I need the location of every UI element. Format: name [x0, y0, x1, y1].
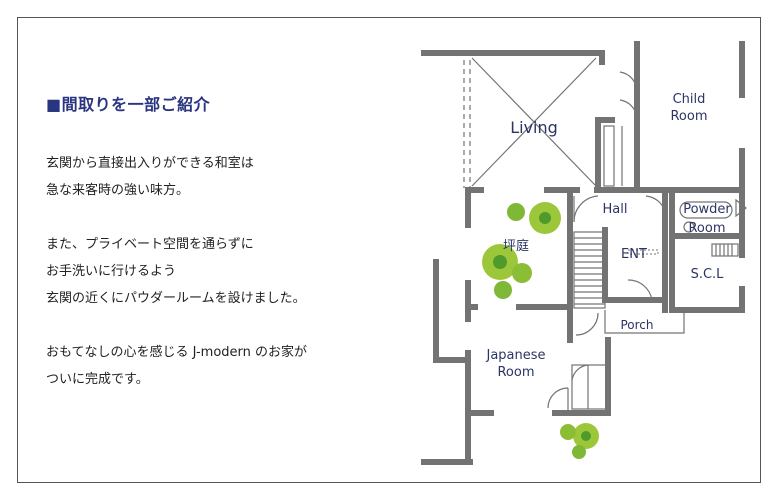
text-line: お手洗いに行けるよう — [46, 264, 177, 279]
thin-lines — [463, 57, 747, 410]
text-line: ついに完成です。 — [46, 372, 149, 387]
description-text: 玄関から直接出入りができる和室は 急な来客時の強い味方。 また、プライベート空間… — [46, 150, 386, 393]
text-line: 玄関の近くにパウダールームを設けました。 — [46, 291, 306, 306]
room-label-hall: Hall — [603, 202, 628, 217]
room-label-powder-1: Powder — [683, 202, 731, 217]
plant-icon — [581, 431, 591, 441]
plant-icon — [539, 212, 551, 224]
section-heading: ■間取りを一部ご紹介 — [46, 91, 210, 115]
step-marker — [627, 249, 659, 255]
room-label-living: Living — [510, 118, 558, 137]
room-label-child-1: Child — [673, 92, 706, 107]
room-label-japanese-2: Room — [497, 365, 534, 380]
text-line: おもてなしの心を感じる J-modern のお家が — [46, 345, 308, 360]
room-labels: Living Child Room Hall Powder Room 坪庭 EN… — [485, 92, 731, 380]
room-label-japanese-1: Japanese — [485, 348, 545, 363]
room-label-powder-2: Room — [688, 221, 725, 236]
plant-icon — [572, 445, 586, 459]
text-line: 急な来客時の強い味方。 — [46, 183, 190, 198]
text-line: 玄関から直接出入りができる和室は — [46, 156, 254, 171]
windows — [465, 98, 745, 416]
room-label-child-2: Room — [670, 109, 707, 124]
plant-icon — [493, 255, 507, 269]
room-label-courtyard: 坪庭 — [503, 238, 529, 254]
plant-icon — [507, 203, 525, 221]
plant-icon — [560, 424, 576, 440]
courtyard-plants — [482, 202, 599, 459]
plant-icon — [494, 281, 512, 299]
room-label-ent: ENT — [621, 247, 647, 262]
square-bullet-icon: ■ — [46, 95, 62, 114]
room-label-porch: Porch — [620, 318, 653, 332]
content-frame — [17, 17, 761, 483]
text-line: また、プライベート空間を通らずに — [46, 237, 254, 252]
plant-icon — [512, 263, 532, 283]
room-label-scl: S.C.L — [691, 267, 725, 282]
heading-text: 間取りを一部ご紹介 — [61, 95, 211, 114]
